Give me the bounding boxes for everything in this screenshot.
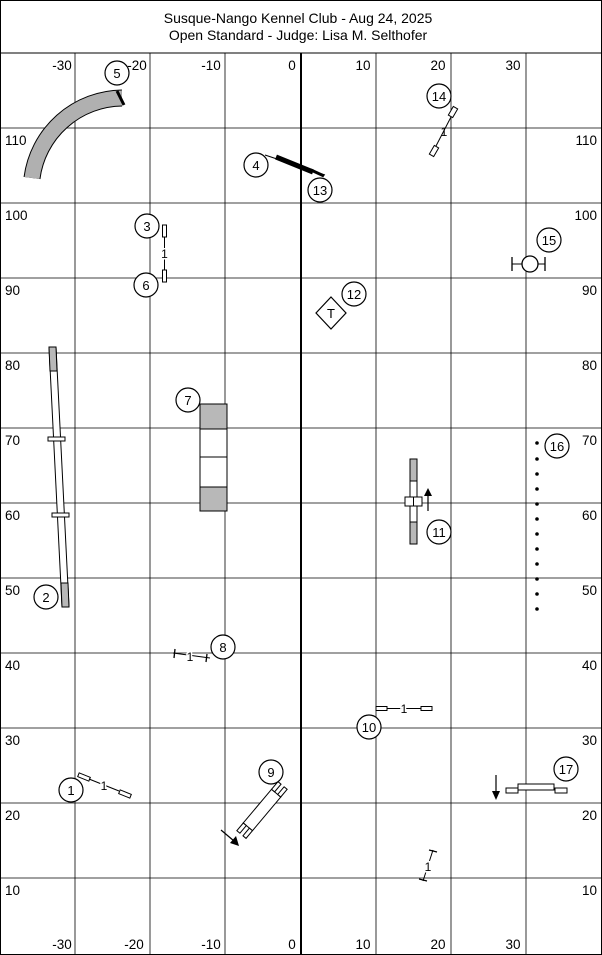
- y-right-label: 20: [582, 808, 597, 823]
- svg-text:13: 13: [313, 183, 327, 198]
- y-right-label: 80: [582, 358, 597, 373]
- course-subtitle: Open Standard - Judge: Lisa M. Selthofer: [169, 27, 428, 43]
- x-bottom-label: -10: [201, 937, 221, 952]
- x-bottom-label: 10: [355, 937, 370, 952]
- dogwalk-2: [47, 346, 70, 608]
- y-right-label: 100: [574, 208, 597, 223]
- bar-height-label: 1: [161, 247, 168, 261]
- x-bottom-label: -20: [124, 937, 144, 952]
- jump-8: 1: [172, 649, 211, 666]
- obstacle-number-14: 14: [426, 83, 452, 109]
- x-top-label: 10: [355, 58, 370, 73]
- course-title: Susque-Nango Kennel Club - Aug 24, 2025: [164, 10, 433, 26]
- svg-text:1: 1: [67, 783, 74, 798]
- obstacle-number-17: 17: [553, 756, 579, 782]
- x-top-label: -30: [52, 58, 72, 73]
- svg-text:9: 9: [267, 765, 274, 780]
- x-bottom-label: 30: [505, 937, 520, 952]
- bar-height-label: 1: [101, 779, 108, 793]
- y-right-label: 70: [582, 433, 597, 448]
- x-top-label: -10: [201, 58, 221, 73]
- double-jump-9: [220, 780, 288, 846]
- y-left-label: 10: [5, 883, 20, 898]
- obstacle-number-4: 4: [243, 152, 269, 178]
- aframe-7: [199, 403, 228, 512]
- x-bottom-label: -30: [52, 937, 72, 952]
- svg-text:16: 16: [550, 439, 564, 454]
- obstacle-number-8: 8: [210, 634, 236, 660]
- y-left-label: 110: [5, 133, 27, 148]
- double-jump-17: [492, 775, 568, 800]
- svg-text:12: 12: [347, 287, 361, 302]
- jump-unnumbered: 1: [418, 849, 438, 882]
- y-left-label: 70: [5, 433, 20, 448]
- svg-text:10: 10: [362, 720, 376, 735]
- svg-text:11: 11: [432, 525, 446, 540]
- y-left-label: 40: [5, 658, 20, 673]
- x-top-label: 0: [288, 58, 296, 73]
- obstacle-number-5: 5: [104, 60, 130, 86]
- svg-text:6: 6: [142, 278, 149, 293]
- jump-3: 1: [160, 224, 170, 283]
- x-top-label: 20: [430, 58, 445, 73]
- obstacle-number-11: 11: [426, 519, 452, 545]
- bar-height-label: 1: [425, 860, 432, 874]
- obstacle-number-9: 9: [258, 759, 284, 785]
- svg-text:5: 5: [113, 66, 120, 81]
- svg-text:2: 2: [42, 590, 49, 605]
- obstacle-number-3: 3: [134, 213, 160, 239]
- bar-height-label: 1: [187, 650, 194, 664]
- svg-text:7: 7: [184, 393, 191, 408]
- obstacle-number-12: 12: [341, 281, 367, 307]
- y-right-label: 50: [582, 583, 597, 598]
- y-left-label: 30: [5, 733, 20, 748]
- y-left-label: 50: [5, 583, 20, 598]
- svg-text:14: 14: [432, 89, 446, 104]
- svg-text:3: 3: [143, 219, 150, 234]
- jump-1: 1: [77, 772, 132, 799]
- svg-text:17: 17: [559, 762, 573, 777]
- y-right-label: 60: [582, 508, 597, 523]
- jump-14: 1: [428, 105, 459, 158]
- svg-text:4: 4: [252, 158, 259, 173]
- svg-text:15: 15: [542, 233, 556, 248]
- bar-height-label: 1: [441, 125, 448, 139]
- y-right-label: 10: [582, 883, 597, 898]
- y-left-label: 90: [5, 283, 20, 298]
- x-top-label: 30: [505, 58, 520, 73]
- obstacle-number-13: 13: [307, 177, 333, 203]
- bar-height-label: 1: [401, 702, 408, 716]
- x-bottom-label: 20: [430, 937, 445, 952]
- table-letter: T: [327, 306, 335, 321]
- x-top-label: -20: [127, 58, 147, 73]
- obstacle-number-6: 6: [133, 272, 159, 298]
- y-right-label: 40: [582, 658, 597, 673]
- tire-15: [511, 255, 546, 273]
- tunnel-5: [23, 89, 126, 180]
- y-left-label: 100: [5, 208, 28, 223]
- weave-poles-16: [535, 441, 539, 611]
- y-left-label: 80: [5, 358, 20, 373]
- y-right-label: 30: [582, 733, 597, 748]
- weave-poles-4: [264, 154, 326, 178]
- y-left-label: 20: [5, 808, 20, 823]
- table-12: T: [315, 296, 347, 330]
- obstacle-number-15: 15: [536, 227, 562, 253]
- obstacle-number-16: 16: [544, 433, 570, 459]
- y-right-label: 90: [582, 283, 597, 298]
- obstacle-number-1: 1: [58, 777, 84, 803]
- obstacle-number-10: 10: [356, 714, 382, 740]
- obstacle-number-7: 7: [175, 387, 201, 413]
- obstacle-number-2: 2: [33, 584, 59, 610]
- jump-10: 1: [375, 701, 433, 718]
- y-right-label: 110: [575, 133, 597, 148]
- y-left-label: 60: [5, 508, 20, 523]
- x-bottom-label: 0: [288, 937, 296, 952]
- teeter-11: [404, 458, 432, 545]
- svg-text:8: 8: [219, 640, 226, 655]
